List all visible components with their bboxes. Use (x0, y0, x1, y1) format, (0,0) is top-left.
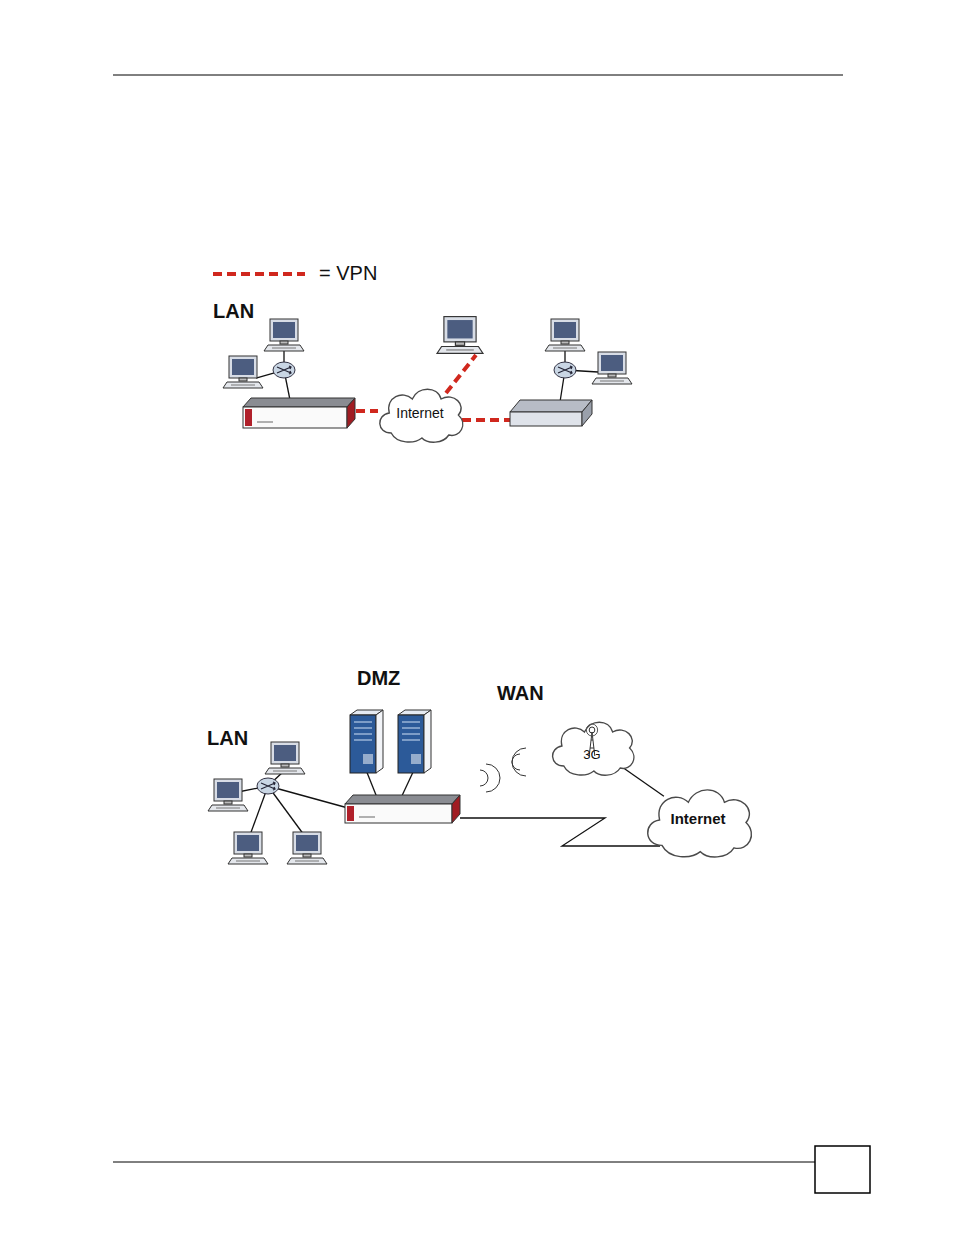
legend-entry: = VPN (211, 262, 377, 285)
zone-label: DMZ (357, 667, 400, 690)
node-text: Internet (372, 405, 468, 421)
router-icon (273, 362, 295, 378)
computer-icon (437, 317, 483, 354)
computer-icon (265, 742, 305, 774)
legend-sample (211, 269, 307, 279)
lan-wire (268, 786, 348, 808)
wireless-signal (480, 770, 488, 786)
footer-rule (113, 1162, 815, 1163)
computer-icon (223, 356, 263, 388)
vpn-tunnel (462, 418, 510, 422)
zone-label: LAN (213, 300, 254, 323)
zone-label: LAN (207, 727, 248, 750)
cloud-node: Internet (372, 383, 468, 443)
cloud-shape (545, 716, 639, 776)
computer-icon (592, 352, 632, 384)
legend-text: = VPN (319, 262, 377, 285)
router-icon (554, 362, 576, 378)
vpn-tunnel (446, 355, 476, 393)
cloud-node: 3G (545, 716, 639, 776)
computer-icon (264, 319, 304, 351)
node-text: Internet (638, 810, 758, 827)
server-icon (350, 710, 383, 773)
computer-icon (208, 779, 248, 811)
zone-label: WAN (497, 682, 544, 705)
firewall-appliance (345, 795, 460, 823)
wan-link (460, 818, 660, 846)
page-number-box (815, 1146, 870, 1193)
server-icon (398, 710, 431, 773)
wireless-signal (512, 748, 526, 776)
link-line (619, 765, 664, 796)
wireless-signal (486, 764, 500, 792)
vpn-tunnel (356, 409, 378, 413)
firewall-appliance (243, 398, 355, 428)
computer-icon (545, 319, 585, 351)
computer-icon (287, 832, 327, 864)
header-rule (113, 75, 843, 76)
vpn-gateway-device (510, 400, 592, 426)
node-text: 3G (545, 747, 639, 762)
router-icon (257, 778, 279, 794)
cloud-node: Internet (638, 782, 758, 858)
computer-icon (228, 832, 268, 864)
